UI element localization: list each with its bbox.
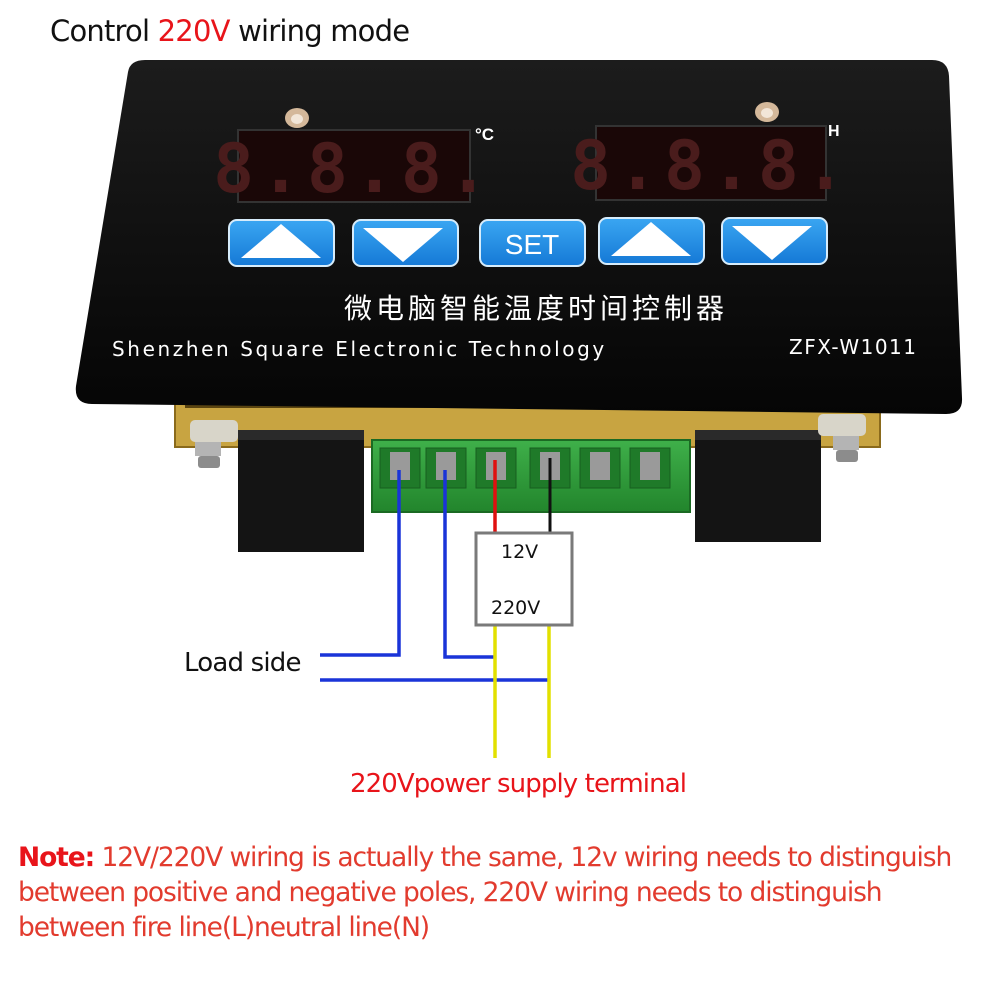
time-display: 8.8.8. H [570, 123, 852, 206]
title-suffix: wiring mode [229, 14, 410, 48]
load-wire-1 [320, 470, 401, 657]
standoff-right [818, 414, 866, 462]
arrow-down-icon [732, 226, 812, 260]
arrow-down-icon [363, 228, 443, 262]
hour-unit: H [828, 123, 840, 140]
terminal-screw [436, 452, 456, 480]
set-button[interactable]: SET [479, 219, 586, 267]
model-number: ZFX-W1011 [789, 335, 918, 359]
set-label: SET [505, 229, 559, 260]
time-down-button[interactable] [721, 217, 828, 265]
voltage-box: 12V 220V [474, 531, 574, 627]
arrow-up-icon [241, 224, 321, 258]
wiring [320, 458, 552, 758]
terminal-screw [590, 452, 610, 480]
temperature-display: 8.8.8. °C [213, 125, 495, 209]
title-accent: 220V [157, 14, 231, 48]
temp-down-button[interactable] [352, 219, 459, 267]
voltage-12v: 12V [501, 541, 538, 563]
arrow-up-icon [611, 222, 691, 256]
page-title: Control 220V wiring mode [50, 14, 410, 48]
time-digits: 8.8.8. [570, 127, 852, 206]
note-label: Note: [18, 842, 95, 873]
wiring-note: Note: 12V/220V wiring is actually the sa… [18, 840, 993, 945]
standoff-left [190, 420, 238, 468]
temperature-digits: 8.8.8. [213, 130, 495, 209]
celsius-unit: °C [475, 125, 494, 144]
chinese-product-name: 微电脑智能温度时间控制器 [344, 292, 728, 325]
company-name: Shenzhen Square Electronic Technology [112, 337, 607, 361]
temp-up-button[interactable] [228, 219, 335, 267]
title-prefix: Control [50, 14, 158, 48]
terminal-screw [390, 452, 410, 480]
load-wire-2 [443, 470, 495, 659]
terminal-block [371, 439, 691, 513]
voltage-220v: 220V [491, 597, 540, 619]
relay-left [238, 430, 364, 552]
load-side-label: Load side [184, 648, 301, 678]
note-text: 12V/220V wiring is actually the same, 12… [18, 842, 952, 943]
terminal-screw [640, 452, 660, 480]
supply-terminal-label: 220Vpower supply terminal [350, 769, 686, 799]
relay-right [695, 430, 821, 542]
time-up-button[interactable] [598, 217, 705, 265]
